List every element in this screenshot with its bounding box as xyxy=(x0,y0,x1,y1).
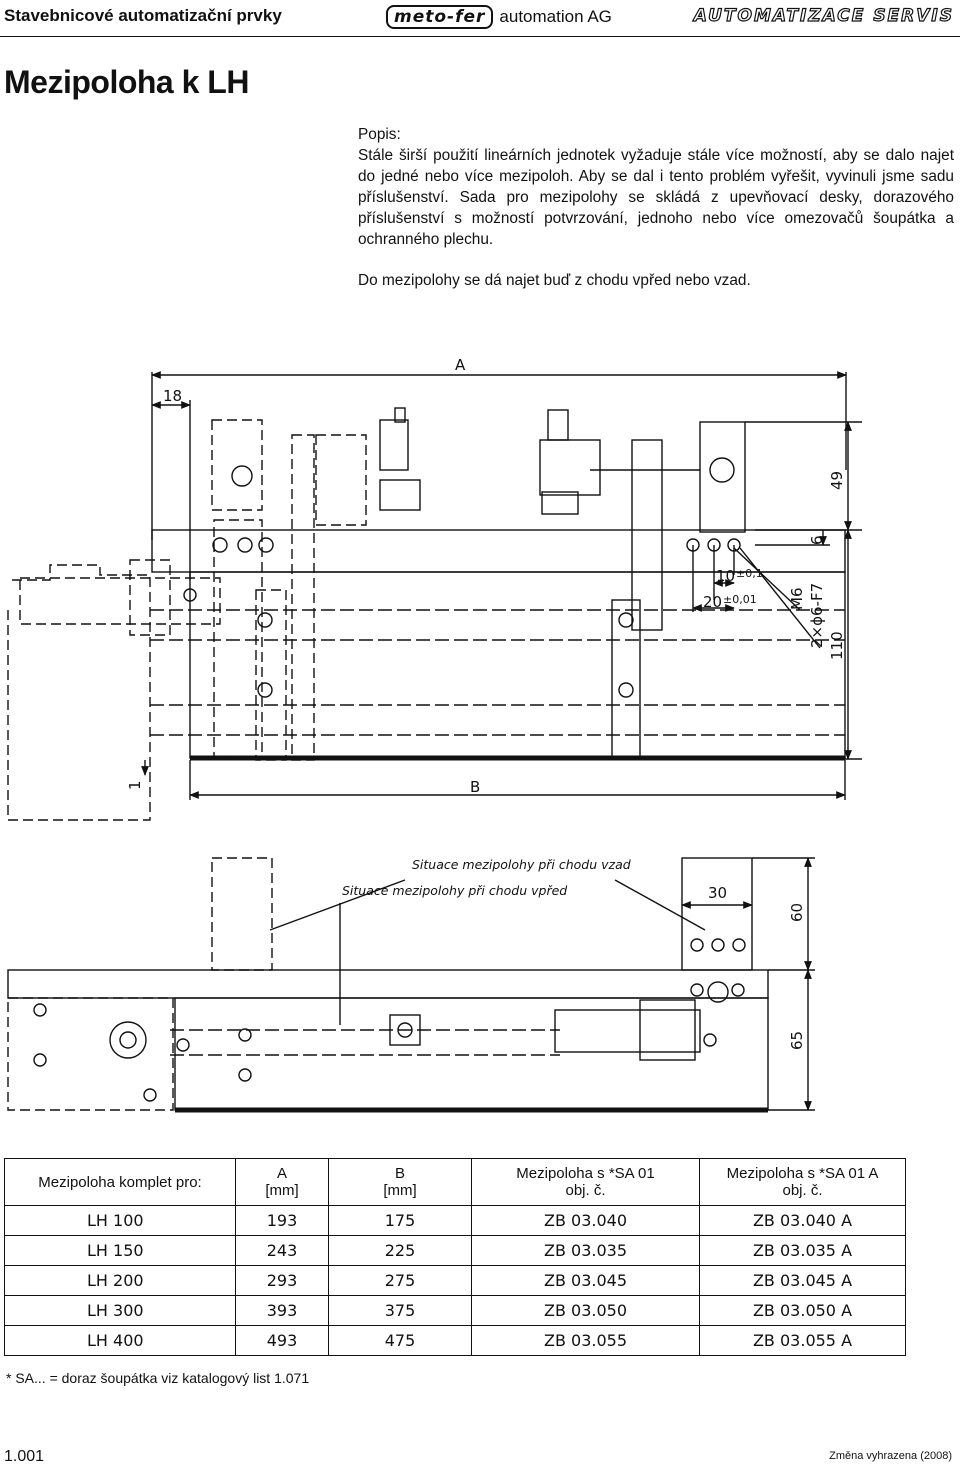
dim-20: 20 xyxy=(703,593,722,611)
dim-65: 65 xyxy=(788,1031,806,1050)
table-cell: 475 xyxy=(328,1325,472,1356)
table-cell: ZB 03.055 A xyxy=(699,1325,906,1356)
label-forward-situation: Situace mezipolohy při chodu vpřed xyxy=(342,883,567,898)
table-cell: ZB 03.035 xyxy=(471,1235,700,1266)
table-cell: LH 100 xyxy=(4,1205,236,1236)
table-cell: 243 xyxy=(235,1235,329,1266)
table-cell: LH 300 xyxy=(4,1295,236,1326)
description-label: Popis: xyxy=(358,126,401,143)
dim-6: 6 xyxy=(808,535,826,545)
table-cell: ZB 03.055 xyxy=(471,1325,700,1356)
description-paragraph-1: Stále širší použití lineárních jednotek … xyxy=(358,147,954,248)
dim-60: 60 xyxy=(788,903,806,922)
table-cell: LH 200 xyxy=(4,1265,236,1296)
header-series-title: Stavebnicové automatizační prvky xyxy=(4,6,282,25)
order-table: Mezipoloha komplet pro: A[mm] B[mm] Mezi… xyxy=(4,1158,906,1356)
table-cell: 193 xyxy=(235,1205,329,1236)
dim-m6: M6 xyxy=(788,588,806,611)
table-cell: 393 xyxy=(235,1295,329,1326)
table-cell: 175 xyxy=(328,1205,472,1236)
company-name-rest: automation AG xyxy=(499,7,612,26)
description: Popis: Stále širší použití lineárních je… xyxy=(358,124,954,291)
header-a: A[mm] xyxy=(235,1158,329,1206)
header-type: Mezipoloha komplet pro: xyxy=(4,1158,236,1206)
dim-49: 49 xyxy=(828,471,846,490)
dim-b: B xyxy=(470,778,480,796)
table-header-row: Mezipoloha komplet pro: A[mm] B[mm] Mezi… xyxy=(4,1158,906,1206)
table-cell: LH 150 xyxy=(4,1235,236,1266)
dim-30: 30 xyxy=(708,884,727,902)
table-cell: 493 xyxy=(235,1325,329,1356)
table-cell: 375 xyxy=(328,1295,472,1326)
dim-hole: 2×ϕ6-F7 xyxy=(808,583,826,648)
company-name: meto-fer automation AG xyxy=(386,5,612,29)
table-cell: ZB 03.040 A xyxy=(699,1205,906,1236)
table-cell: 225 xyxy=(328,1235,472,1266)
description-paragraph-2: Do mezipolohy se dá najet buď z chodu vp… xyxy=(358,272,751,289)
dim-20-tol: ±0,01 xyxy=(723,593,757,606)
dim-1: 1 xyxy=(126,780,144,790)
table-cell: 293 xyxy=(235,1265,329,1296)
table-cell: LH 400 xyxy=(4,1325,236,1356)
table-cell: ZB 03.040 xyxy=(471,1205,700,1236)
table-cell: ZB 03.050 xyxy=(471,1295,700,1326)
table-cell: ZB 03.035 A xyxy=(699,1235,906,1266)
dim-110: 110 xyxy=(828,631,846,660)
footnote: * SA... = doraz šoupátka viz katalogový … xyxy=(6,1370,310,1386)
table-cell: ZB 03.045 A xyxy=(699,1265,906,1296)
technical-drawing: A 18 B 1 49 6 10 ±0,1 20 ±0,01 M6 2×ϕ6-F… xyxy=(7,356,862,1113)
dim-a: A xyxy=(455,356,466,374)
header-right-logo: automatizace servis xyxy=(693,5,954,26)
header-b: B[mm] xyxy=(328,1158,472,1206)
dim-18: 18 xyxy=(163,387,182,405)
label-backward-situation: Situace mezipolohy při chodu vzad xyxy=(412,857,631,872)
table-cell: ZB 03.050 A xyxy=(699,1295,906,1326)
company-logo: meto-fer xyxy=(386,5,494,29)
change-notice: Změna vyhrazena (2008) xyxy=(829,1450,952,1462)
table-cell: 275 xyxy=(328,1265,472,1296)
page-title: Mezipoloha k LH xyxy=(4,64,249,100)
dim-10-tol: ±0,1 xyxy=(736,567,763,580)
page-number: 1.001 xyxy=(4,1448,45,1465)
dim-10: 10 xyxy=(716,567,735,585)
header-rule xyxy=(0,36,960,37)
table-cell: ZB 03.045 xyxy=(471,1265,700,1296)
